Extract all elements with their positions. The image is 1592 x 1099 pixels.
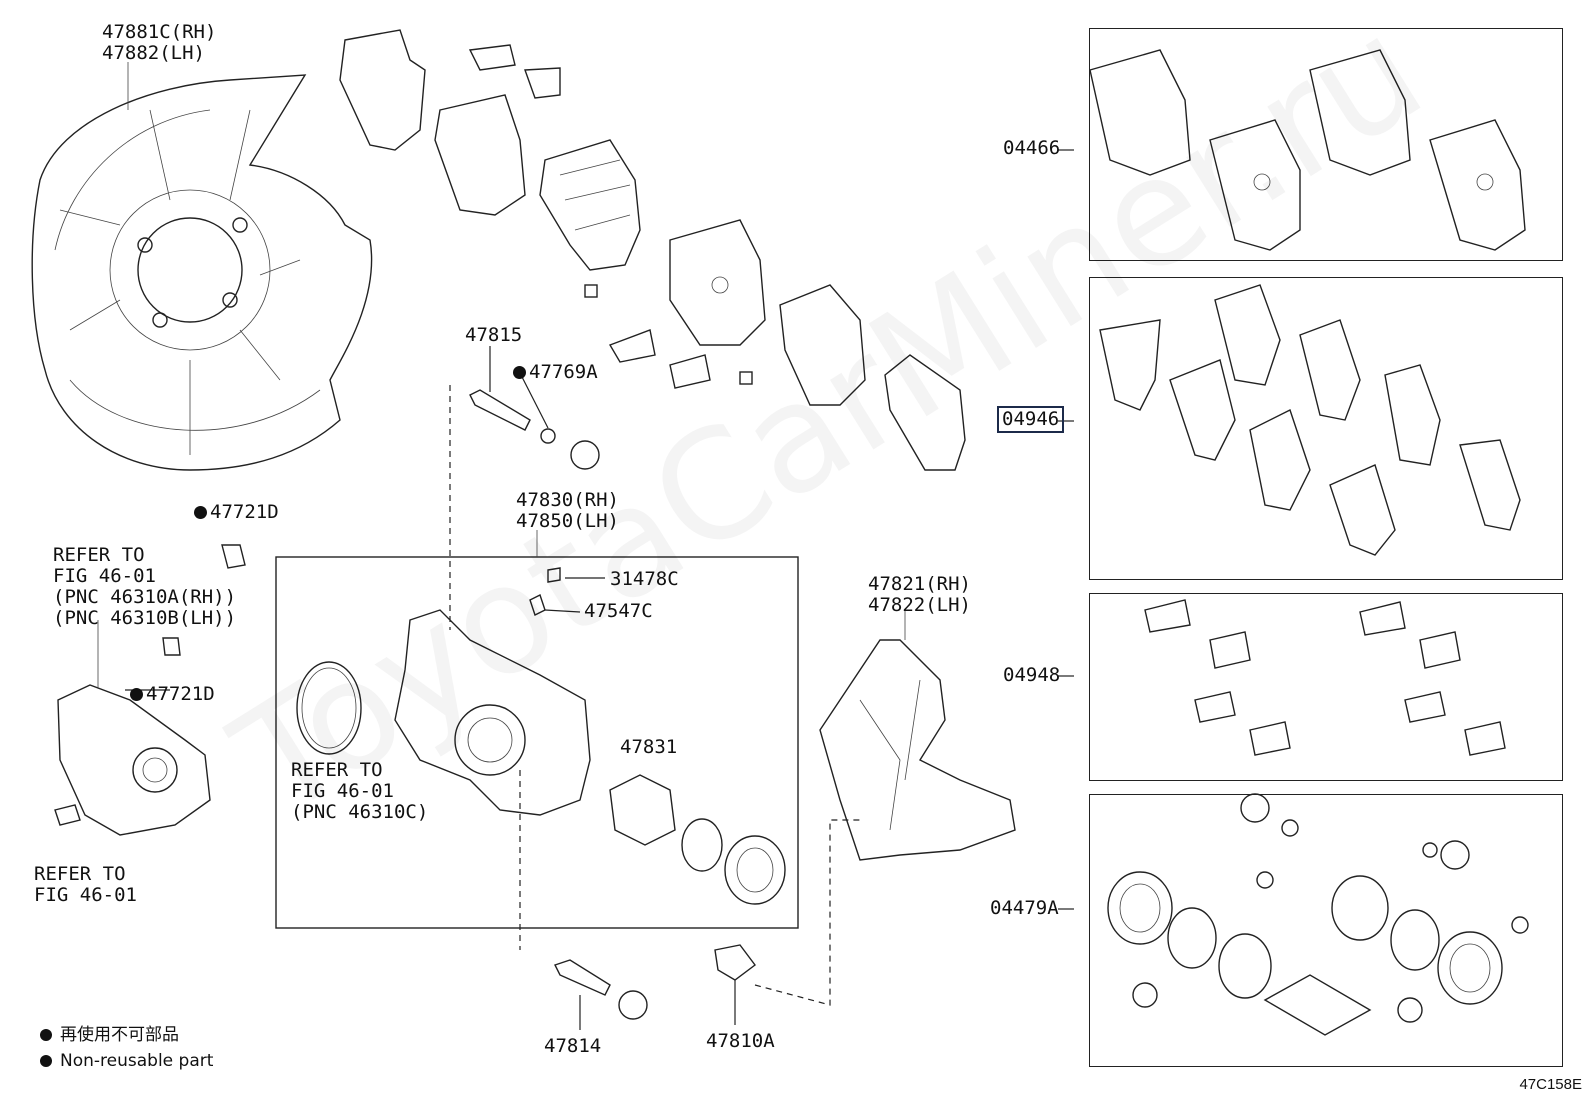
part-label-47721D-bottom[interactable]: 47721D: [130, 684, 215, 705]
part-number: 47721D: [146, 683, 215, 705]
caliper-drawing: [296, 530, 786, 905]
dust-cover-drawing: [31, 62, 373, 471]
part-label-31478C[interactable]: 31478C: [610, 568, 679, 590]
part-number: 47769A: [529, 361, 598, 383]
kit-04946-drawing: [1099, 284, 1521, 556]
kit-box-04946: [1089, 277, 1563, 580]
kit-label-04948[interactable]: 04948: [1003, 664, 1061, 686]
refer-note-motor[interactable]: REFER TO FIG 46-01 (PNC 46310A(RH)) (PNC…: [53, 544, 237, 629]
kit-box-04479A: [1089, 794, 1563, 1067]
refer-note-seal[interactable]: REFER TO FIG 46-01 (PNC 46310C): [291, 759, 429, 823]
part-label-caliper[interactable]: 47830(RH) 47850(LH): [516, 489, 619, 532]
guide-lines: [449, 385, 860, 1006]
part-label-47721D-top[interactable]: 47721D: [194, 502, 279, 523]
legend-row-en: Non-reusable part: [40, 1048, 213, 1074]
non-reusable-dot-icon: [194, 506, 207, 519]
kit-box-04466: [1089, 28, 1563, 261]
kit-label-04946-highlighted[interactable]: 04946: [997, 406, 1065, 433]
pin-and-bolt-drawings: [54, 389, 756, 1020]
non-reusable-dot-icon: [513, 366, 526, 379]
kit-box-04948: [1089, 593, 1563, 781]
part-number: 47721D: [210, 501, 279, 523]
kit-04466-drawing: [1089, 49, 1526, 251]
part-label-mounting[interactable]: 47821(RH) 47822(LH): [868, 573, 971, 616]
part-label-47810A[interactable]: 47810A: [706, 1030, 775, 1052]
legend-text-jp: 再使用不可部品: [60, 1025, 179, 1045]
part-label-47815[interactable]: 47815: [465, 324, 523, 346]
non-reusable-dot-icon: [40, 1055, 52, 1067]
part-label-47547C[interactable]: 47547C: [584, 600, 653, 622]
part-label-47831[interactable]: 47831: [620, 736, 678, 758]
parking-motor-drawing: [57, 620, 211, 836]
kit-label-04479A[interactable]: 04479A: [990, 897, 1059, 919]
refer-note-bottom-left[interactable]: REFER TO FIG 46-01: [34, 863, 137, 906]
non-reusable-dot-icon: [40, 1029, 52, 1041]
legend: 再使用不可部品 Non-reusable part: [40, 1022, 213, 1074]
part-label-47769A[interactable]: 47769A: [513, 362, 598, 383]
figure-code: 47C158E: [1519, 1076, 1582, 1093]
part-label-47814[interactable]: 47814: [544, 1035, 602, 1057]
kit-04948-drawing: [1144, 599, 1506, 756]
non-reusable-dot-icon: [130, 688, 143, 701]
part-label-dust-cover[interactable]: 47881C(RH) 47882(LH): [102, 21, 217, 64]
mounting-drawing: [819, 610, 1016, 861]
legend-row-jp: 再使用不可部品: [40, 1022, 213, 1048]
pad-and-shim-drawings: [339, 29, 966, 471]
legend-text-en: Non-reusable part: [60, 1051, 214, 1071]
kit-04479A-drawing: [1107, 793, 1529, 1036]
kit-label-04466[interactable]: 04466: [1003, 137, 1061, 159]
